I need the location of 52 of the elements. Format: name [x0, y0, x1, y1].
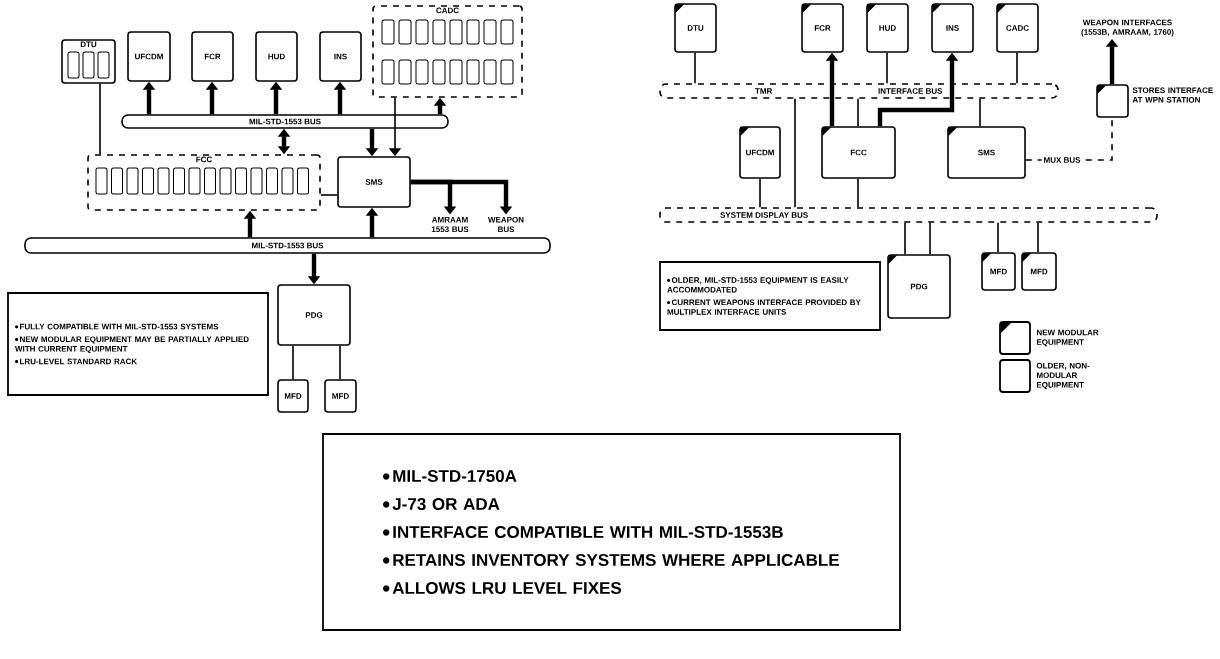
connector-line	[759, 178, 761, 208]
module-box: CADC	[996, 3, 1039, 53]
module-box: MFD	[981, 252, 1016, 291]
module-box: DTU	[674, 3, 717, 53]
bus-bar: MIL-STD-1553 BUS	[24, 237, 551, 254]
side-label: STORES INTERFACE AT WPN STATION	[1132, 87, 1213, 103]
connector-line	[694, 52, 696, 84]
summary-box: MIL-STD-1750A J-73 OR ADA INTERFACE COMPATIBLE WITH MIL-STD-1553B RETAINS INVENTORY SYSTEMS WHERE APPLICABLE ALLOWS LRU LEVEL FIXES	[322, 433, 901, 631]
connector-line	[794, 98, 796, 208]
equipment-box: DTU	[61, 39, 116, 84]
equipment-box: MFD	[277, 379, 309, 413]
text-label: WEAPON BUS	[488, 216, 524, 233]
equipment-box: UFCDM	[127, 31, 171, 82]
connector-line	[320, 194, 338, 196]
module-box: SMS	[947, 126, 1026, 179]
equipment-box: INS	[319, 31, 362, 82]
module-box: PDG	[887, 254, 951, 319]
connector-line	[979, 98, 981, 127]
module-box: MFD	[1021, 252, 1057, 291]
module-box: UFCDM	[739, 126, 781, 179]
legend-text: NEW MODULAR EQUIPMENT	[1036, 329, 1099, 347]
connector-line	[1037, 222, 1039, 253]
dashed-bus: SYSTEM DISPLAY BUS	[659, 207, 1158, 223]
connector-line	[997, 222, 999, 253]
connector-line	[886, 52, 888, 84]
connector-line	[857, 178, 859, 208]
equipment-box: PDG	[277, 284, 351, 346]
module-box: HUD	[866, 3, 909, 53]
equipment-box: SMS	[337, 156, 411, 208]
text-label: WEAPON INTERFACES (1553B, AMRAAM, 1760)	[1081, 19, 1174, 37]
text-label: AMRAAM 1553 BUS	[431, 216, 469, 233]
connector-line	[339, 345, 341, 380]
dashed-bus: TMR INTERFACE BUS	[659, 83, 1059, 99]
equipment-box: HUD	[255, 31, 298, 82]
equipment-box: FCR	[191, 31, 234, 82]
connector-line	[292, 345, 294, 380]
module-box: INS	[931, 3, 974, 53]
equipment-box: MFD	[324, 379, 357, 413]
edge-label: MUX BUS	[1041, 155, 1083, 165]
module-box: FCC	[821, 126, 896, 179]
legend-text: OLDER, NON-MODULAR EQUIPMENT	[1036, 362, 1090, 390]
connector-line	[99, 83, 101, 155]
module-box: FCR	[801, 3, 844, 53]
bus-bar: MIL-STD-1553 BUS	[121, 114, 449, 129]
connector-line	[857, 98, 859, 127]
connector-line	[929, 222, 931, 255]
connector-line	[904, 222, 906, 255]
connector-line	[1016, 52, 1018, 84]
dashed-enclosure: CADC	[372, 5, 523, 98]
note-box: FULLY COMPATIBLE WITH MIL-STD-1553 SYSTEMS NEW MODULAR EQUIPMENT MAY BE PARTIALLY APPLIED WITH CURRENT EQUIPMENT LRU-LEVEL STANDARD RACK	[7, 292, 269, 396]
note-box: OLDER, MIL-STD-1553 EQUIPMENT IS EASILY ACCOMMODATED CURRENT WEAPONS INTERFACE PROVIDED BY MULTIPLEX INTERFACE UNITS	[659, 261, 881, 331]
dashed-enclosure: FCC	[87, 154, 321, 211]
